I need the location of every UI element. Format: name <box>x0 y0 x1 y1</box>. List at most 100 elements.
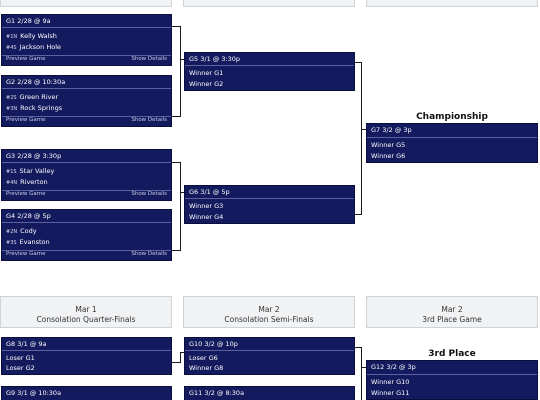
team-name: Cody <box>20 227 37 235</box>
game-header: G4 2/28 @ 5p <box>6 212 51 220</box>
bracket-connector <box>361 347 362 400</box>
team-row: Winner G10 <box>371 378 410 386</box>
game-header: G1 2/28 @ 9a <box>6 17 51 25</box>
game-header: G6 3/1 @ 5p <box>189 188 230 196</box>
round-date: Mar 1 <box>75 305 97 314</box>
round-label: Consolation Quarter-Finals <box>36 315 136 324</box>
bracket-connector <box>361 62 362 215</box>
round-label: Consolation Semi-Finals <box>224 315 314 324</box>
championship-title: Championship <box>416 112 488 122</box>
team-seed: #3N <box>6 106 18 112</box>
game-card-g9[interactable]: G9 3/1 @ 10:30a <box>1 386 172 400</box>
show-details-link[interactable]: Show Details <box>131 55 167 62</box>
game-card-g6[interactable]: G6 3/1 @ 5p Winner G3 Winner G4 <box>184 185 355 224</box>
team-name: Star Valley <box>19 167 55 175</box>
team-row: Winner G3 <box>189 202 224 210</box>
game-header: G5 3/1 @ 3:30p <box>189 55 241 63</box>
team-row: Winner G1 <box>189 69 224 77</box>
bracket-connector <box>361 367 366 368</box>
game-header: G9 3/1 @ 10:30a <box>6 389 62 397</box>
game-header: G2 2/28 @ 10:30a <box>6 78 66 86</box>
team-row: Winner G6 <box>371 152 406 160</box>
bracket-connector <box>180 59 184 60</box>
team-seed: #4S <box>6 45 17 51</box>
bracket-connector <box>172 116 180 117</box>
round-header-quarterfinals <box>0 0 172 7</box>
game-card-g10[interactable]: G10 3/2 @ 10p Loser G6 Winner G8 <box>184 337 355 375</box>
team-seed: #2N <box>6 229 18 235</box>
round-date: Mar 2 <box>441 305 463 314</box>
team-row: Winner G4 <box>189 213 224 221</box>
team-seed: #1N <box>6 34 18 40</box>
third-place-title: 3rd Place <box>428 349 476 359</box>
team-seed: #2S <box>6 95 17 101</box>
team-name: Riverton <box>20 178 48 186</box>
team-name: Jackson Hole <box>19 43 62 51</box>
team-name: Rock Springs <box>20 104 63 112</box>
game-card-g5[interactable]: G5 3/1 @ 3:30p Winner G1 Winner G2 <box>184 52 355 91</box>
bracket-connector <box>172 162 180 163</box>
team-row: Winner G5 <box>371 141 406 149</box>
round-header-consolation-semifinals: Mar 2 Consolation Semi-Finals <box>183 296 355 328</box>
team-name: Kelly Walsh <box>20 32 57 40</box>
round-header-final <box>366 0 538 7</box>
preview-game-link[interactable]: Preview Game <box>6 116 46 123</box>
preview-game-link[interactable]: Preview Game <box>6 55 46 62</box>
bracket-connector <box>172 362 180 363</box>
show-details-link[interactable]: Show Details <box>131 250 167 257</box>
bracket-connector <box>180 26 181 117</box>
game-card-g8[interactable]: G8 3/1 @ 9a Loser G1 Loser G2 <box>1 337 172 375</box>
game-header: G3 2/28 @ 3:30p <box>6 152 62 160</box>
game-header: G12 3/2 @ 3p <box>371 363 416 371</box>
team-row: Winner G11 <box>371 389 410 397</box>
team-row: Loser G2 <box>6 364 35 372</box>
preview-game-link[interactable]: Preview Game <box>6 250 46 257</box>
game-header: G7 3/2 @ 3p <box>371 126 412 134</box>
team-row: Winner G2 <box>189 80 224 88</box>
team-row: Winner G8 <box>189 364 224 372</box>
bracket-connector <box>355 347 361 348</box>
bracket-connector <box>361 129 366 130</box>
game-header: G10 3/2 @ 10p <box>189 340 238 348</box>
bracket-connector <box>180 192 184 193</box>
team-seed: #1S <box>6 169 17 175</box>
game-card-g11[interactable]: G11 3/2 @ 8:30a <box>184 386 355 400</box>
bracket-connector <box>180 352 181 363</box>
bracket-connector <box>172 250 180 251</box>
round-label: 3rd Place Game <box>422 315 482 324</box>
team-row: Loser G6 <box>189 354 218 362</box>
bracket-connector <box>355 62 361 63</box>
bracket-connector <box>180 352 184 353</box>
bracket-connector <box>355 214 361 215</box>
team-name: Green River <box>19 93 59 101</box>
round-header-semifinals <box>183 0 355 7</box>
preview-game-link[interactable]: Preview Game <box>6 190 46 197</box>
bracket-connector <box>180 162 181 251</box>
round-date: Mar 2 <box>258 305 280 314</box>
team-seed: #3S <box>6 240 17 246</box>
game-card-g7[interactable]: G7 3/2 @ 3p Winner G5 Winner G6 <box>366 123 538 163</box>
show-details-link[interactable]: Show Details <box>131 190 167 197</box>
team-row: Loser G1 <box>6 354 35 362</box>
round-header-consolation-quarterfinals: Mar 1 Consolation Quarter-Finals <box>0 296 172 328</box>
show-details-link[interactable]: Show Details <box>131 116 167 123</box>
team-name: Evanston <box>19 238 50 246</box>
game-card-g12[interactable]: G12 3/2 @ 3p Winner G10 Winner G11 <box>366 360 538 400</box>
game-header: G11 3/2 @ 8:30a <box>189 389 245 397</box>
team-seed: #4N <box>6 180 18 186</box>
round-header-third-place: Mar 2 3rd Place Game <box>366 296 538 328</box>
bracket-connector <box>172 26 180 27</box>
game-header: G8 3/1 @ 9a <box>6 340 47 348</box>
